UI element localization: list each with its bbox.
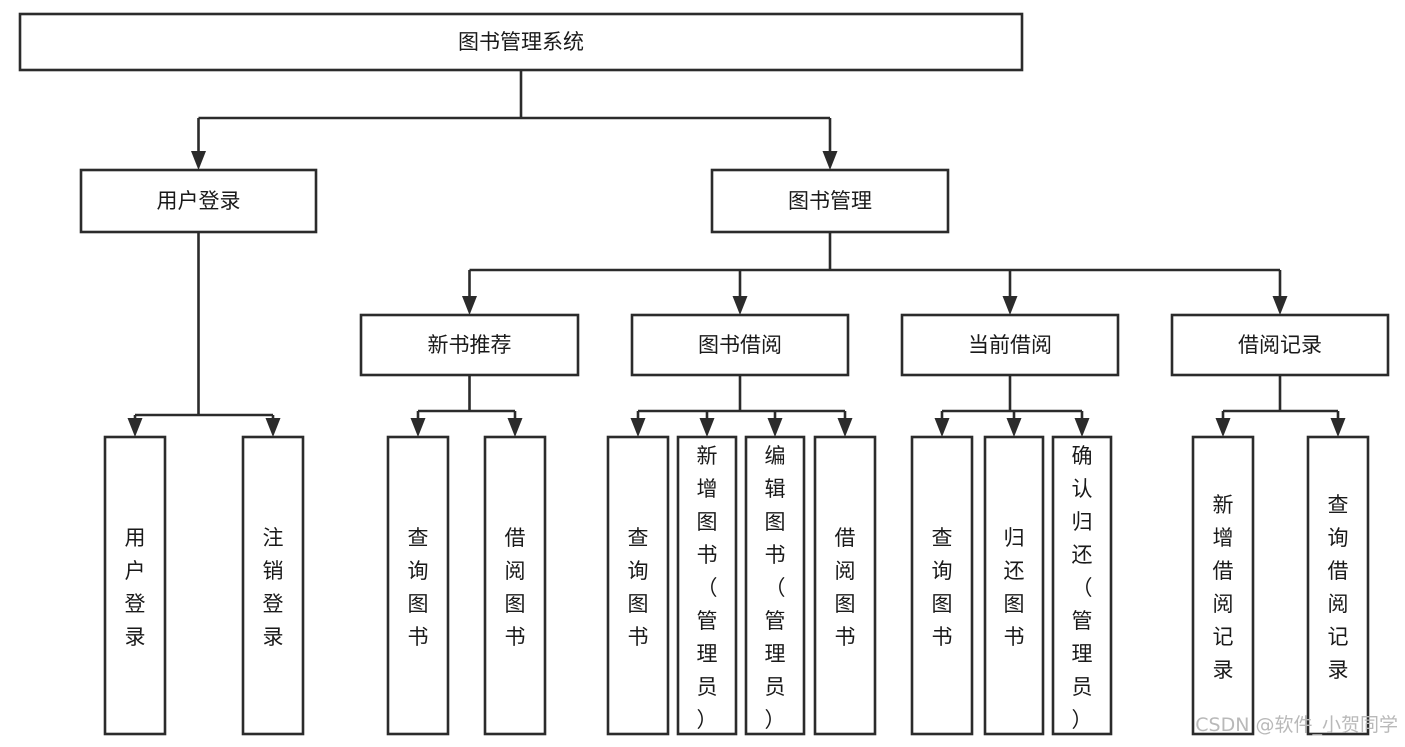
arrow-head-leaf-edit-book [767,418,783,437]
node-leaf-query-book-cur-box[interactable] [910,435,974,736]
node-leaf-confirm-return-label: 确认归还（管理员） [1072,444,1093,732]
node-book-manage[interactable]: 图书管理 [710,168,950,234]
node-leaf-query-book-bw-box[interactable] [606,435,670,736]
node-leaf-user-login[interactable]: 用户登录 [103,435,167,736]
node-layer: 图书管理系统用户登录图书管理新书推荐图书借阅当前借阅借阅记录用户登录注销登录查询… [18,12,1390,736]
node-leaf-query-book-bw-label: 查询图书 [628,526,649,649]
node-leaf-query-book-bw[interactable]: 查询图书 [606,435,670,736]
node-leaf-logout-box[interactable] [241,435,305,736]
arrow-head-leaf-add-book [699,418,715,437]
node-leaf-confirm-return[interactable]: 确认归还（管理员） [1051,435,1113,736]
node-leaf-return-book[interactable]: 归还图书 [983,435,1045,736]
node-leaf-add-record-box[interactable] [1191,435,1255,736]
node-leaf-edit-book-box[interactable] [744,435,806,736]
node-leaf-borrow-book-bw-box[interactable] [813,435,877,736]
node-leaf-confirm-return-box[interactable] [1051,435,1113,736]
node-user-login-label: 用户登录 [157,189,241,213]
node-book-borrow-box[interactable] [630,313,850,377]
arrow-head-leaf-query-book-cur [934,418,950,437]
arrow-head-book-borrow [732,296,748,315]
node-leaf-query-book-cur[interactable]: 查询图书 [910,435,974,736]
node-leaf-return-book-box[interactable] [983,435,1045,736]
node-borrow-record-label: 借阅记录 [1238,333,1322,357]
node-leaf-edit-book[interactable]: 编辑图书（管理员） [744,435,806,736]
node-leaf-user-login-box[interactable] [103,435,167,736]
node-leaf-borrow-book-bw[interactable]: 借阅图书 [813,435,877,736]
node-leaf-borrow-book-bw-label: 借阅图书 [835,526,856,649]
node-current-borrow[interactable]: 当前借阅 [900,313,1120,377]
arrow-head-leaf-confirm-return [1074,418,1090,437]
node-leaf-add-book-label: 新增图书（管理员） [697,444,718,732]
arrow-head-new-book-rec [462,296,477,315]
node-root-box[interactable] [18,12,1024,72]
arrow-head-leaf-add-record [1215,418,1231,437]
node-book-manage-label: 图书管理 [788,189,872,213]
node-leaf-query-record-label: 查询借阅记录 [1328,493,1349,682]
arrow-head-leaf-query-record [1330,418,1346,437]
arrow-head-borrow-record [1272,296,1288,315]
node-current-borrow-box[interactable] [900,313,1120,377]
node-leaf-add-book[interactable]: 新增图书（管理员） [676,435,738,736]
arrow-head-leaf-query-book-bw [630,418,646,437]
node-root[interactable]: 图书管理系统 [18,12,1024,72]
node-leaf-add-book-box[interactable] [676,435,738,736]
node-leaf-logout[interactable]: 注销登录 [241,435,305,736]
node-leaf-borrow-book-rec-box[interactable] [483,435,547,736]
node-user-login-box[interactable] [79,168,318,234]
arrow-head-current-borrow [1002,296,1018,315]
node-leaf-borrow-book-rec-label: 借阅图书 [505,526,526,649]
node-leaf-add-record-label: 新增借阅记录 [1213,493,1234,682]
node-book-borrow-label: 图书借阅 [698,333,782,357]
arrow-head-leaf-query-book-rec [410,418,426,437]
node-leaf-return-book-label: 归还图书 [1004,526,1025,649]
arrow-head-leaf-logout [265,418,281,437]
node-leaf-query-book-rec-label: 查询图书 [408,526,429,649]
node-new-book-rec-label: 新书推荐 [428,333,512,357]
arrow-head-leaf-borrow-book-rec [507,418,523,437]
node-new-book-rec-box[interactable] [359,313,580,377]
node-leaf-logout-label: 注销登录 [263,526,284,649]
arrow-head-leaf-return-book [1006,418,1022,437]
node-leaf-query-book-rec-box[interactable] [386,435,450,736]
node-leaf-borrow-book-rec[interactable]: 借阅图书 [483,435,547,736]
node-book-borrow[interactable]: 图书借阅 [630,313,850,377]
node-borrow-record-box[interactable] [1170,313,1390,377]
csdn-watermark: CSDN @软件_小贺同学 [1195,714,1398,736]
arrow-head-leaf-user-login [127,418,143,437]
node-book-manage-box[interactable] [710,168,950,234]
node-leaf-edit-book-label: 编辑图书（管理员） [765,444,786,732]
node-root-label: 图书管理系统 [458,30,584,54]
node-leaf-user-login-label: 用户登录 [125,526,146,649]
node-borrow-record[interactable]: 借阅记录 [1170,313,1390,377]
arrow-head-leaf-borrow-book-bw [837,418,853,437]
node-leaf-query-record[interactable]: 查询借阅记录 [1306,435,1370,736]
node-user-login[interactable]: 用户登录 [79,168,318,234]
node-leaf-add-record[interactable]: 新增借阅记录 [1191,435,1255,736]
arrow-head-user-login [191,151,206,170]
node-leaf-query-book-rec[interactable]: 查询图书 [386,435,450,736]
node-leaf-query-book-cur-label: 查询图书 [932,526,953,649]
node-current-borrow-label: 当前借阅 [968,333,1052,357]
connector-layer [127,70,1346,437]
node-new-book-rec[interactable]: 新书推荐 [359,313,580,377]
arrow-head-book-manage [822,151,838,170]
node-leaf-query-record-box[interactable] [1306,435,1370,736]
